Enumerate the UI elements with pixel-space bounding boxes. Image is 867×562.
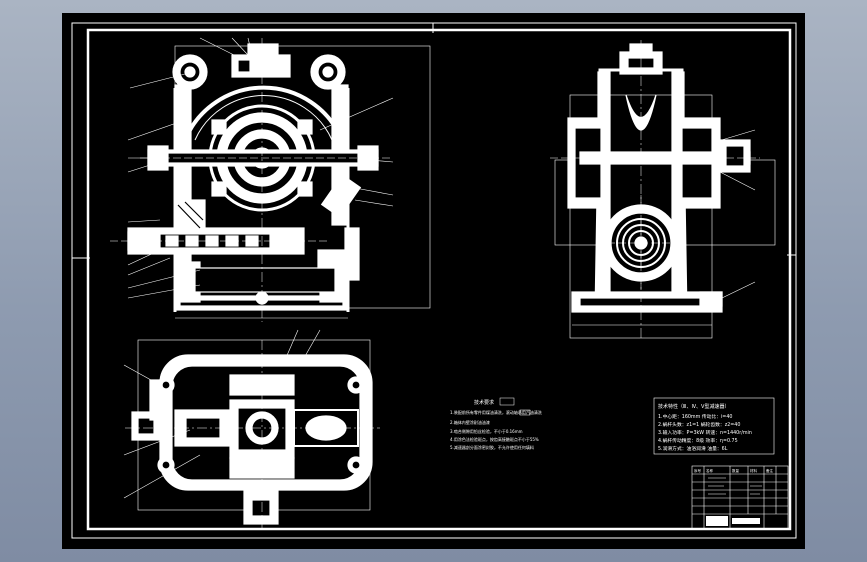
tb-header-cell: 序号 [694, 468, 702, 473]
tb-header-cell: 材料 [750, 468, 758, 473]
title-block-header: 序号 名称 数量 材料 备注 [694, 468, 774, 473]
notes-right-line: 5.润滑方式：油浴润滑 油量：6L [658, 445, 728, 452]
side-view [550, 40, 776, 340]
notes-right-line: 1.中心距：160mm 传动比：i=40 [658, 413, 732, 420]
front-view [110, 37, 431, 322]
top-view [123, 329, 380, 530]
notes-right-line: 4.蜗杆传动精度：8级 效率：η=0.75 [658, 437, 738, 444]
tb-header-cell: 名称 [706, 468, 714, 473]
title-block [691, 465, 789, 530]
notes-right-title: 技术特性（Ⅲ、Ⅳ、Ⅴ型减速器） [658, 403, 729, 410]
inner-border [86, 28, 792, 531]
centering-marks [72, 23, 796, 259]
notes-center-title: 技术要求 [474, 399, 494, 406]
notes-center-line: 3.啮合侧隙用铅丝检验，不小于0.16mm [450, 428, 523, 434]
notes-center-line: 2.箱体内壁涂耐油油漆 [450, 419, 490, 425]
tech-notes-right: 技术特性（Ⅲ、Ⅳ、Ⅴ型减速器） 1.中心距：160mm 传动比：i=40 2.蜗… [653, 397, 775, 455]
tech-notes-center: 技术要求 1.装配前所有零件用煤油清洗，滚动轴承用汽油清洗 2.箱体内壁涂耐油油… [450, 397, 542, 450]
outer-border [71, 22, 797, 539]
title-block-scribbles [708, 477, 762, 495]
notes-right-line: 3.输入功率：P=3kW 转速：n=1440r/min [658, 429, 752, 436]
notes-center-line: 4.用涂色法检验斑点，按齿高接触斑点不小于55% [450, 436, 539, 442]
tb-header-cell: 数量 [732, 468, 740, 473]
notes-right-line: 2.蜗杆头数：z1=1 蜗轮齿数：z2=40 [658, 421, 740, 428]
tb-header-cell: 备注 [766, 468, 774, 473]
notes-center-line: 5.减速器剖分面涂密封胶，不允许使用任何填料 [450, 444, 534, 450]
notes-center-line: 1.装配前所有零件用煤油清洗，滚动轴承用汽油清洗 [450, 409, 542, 415]
